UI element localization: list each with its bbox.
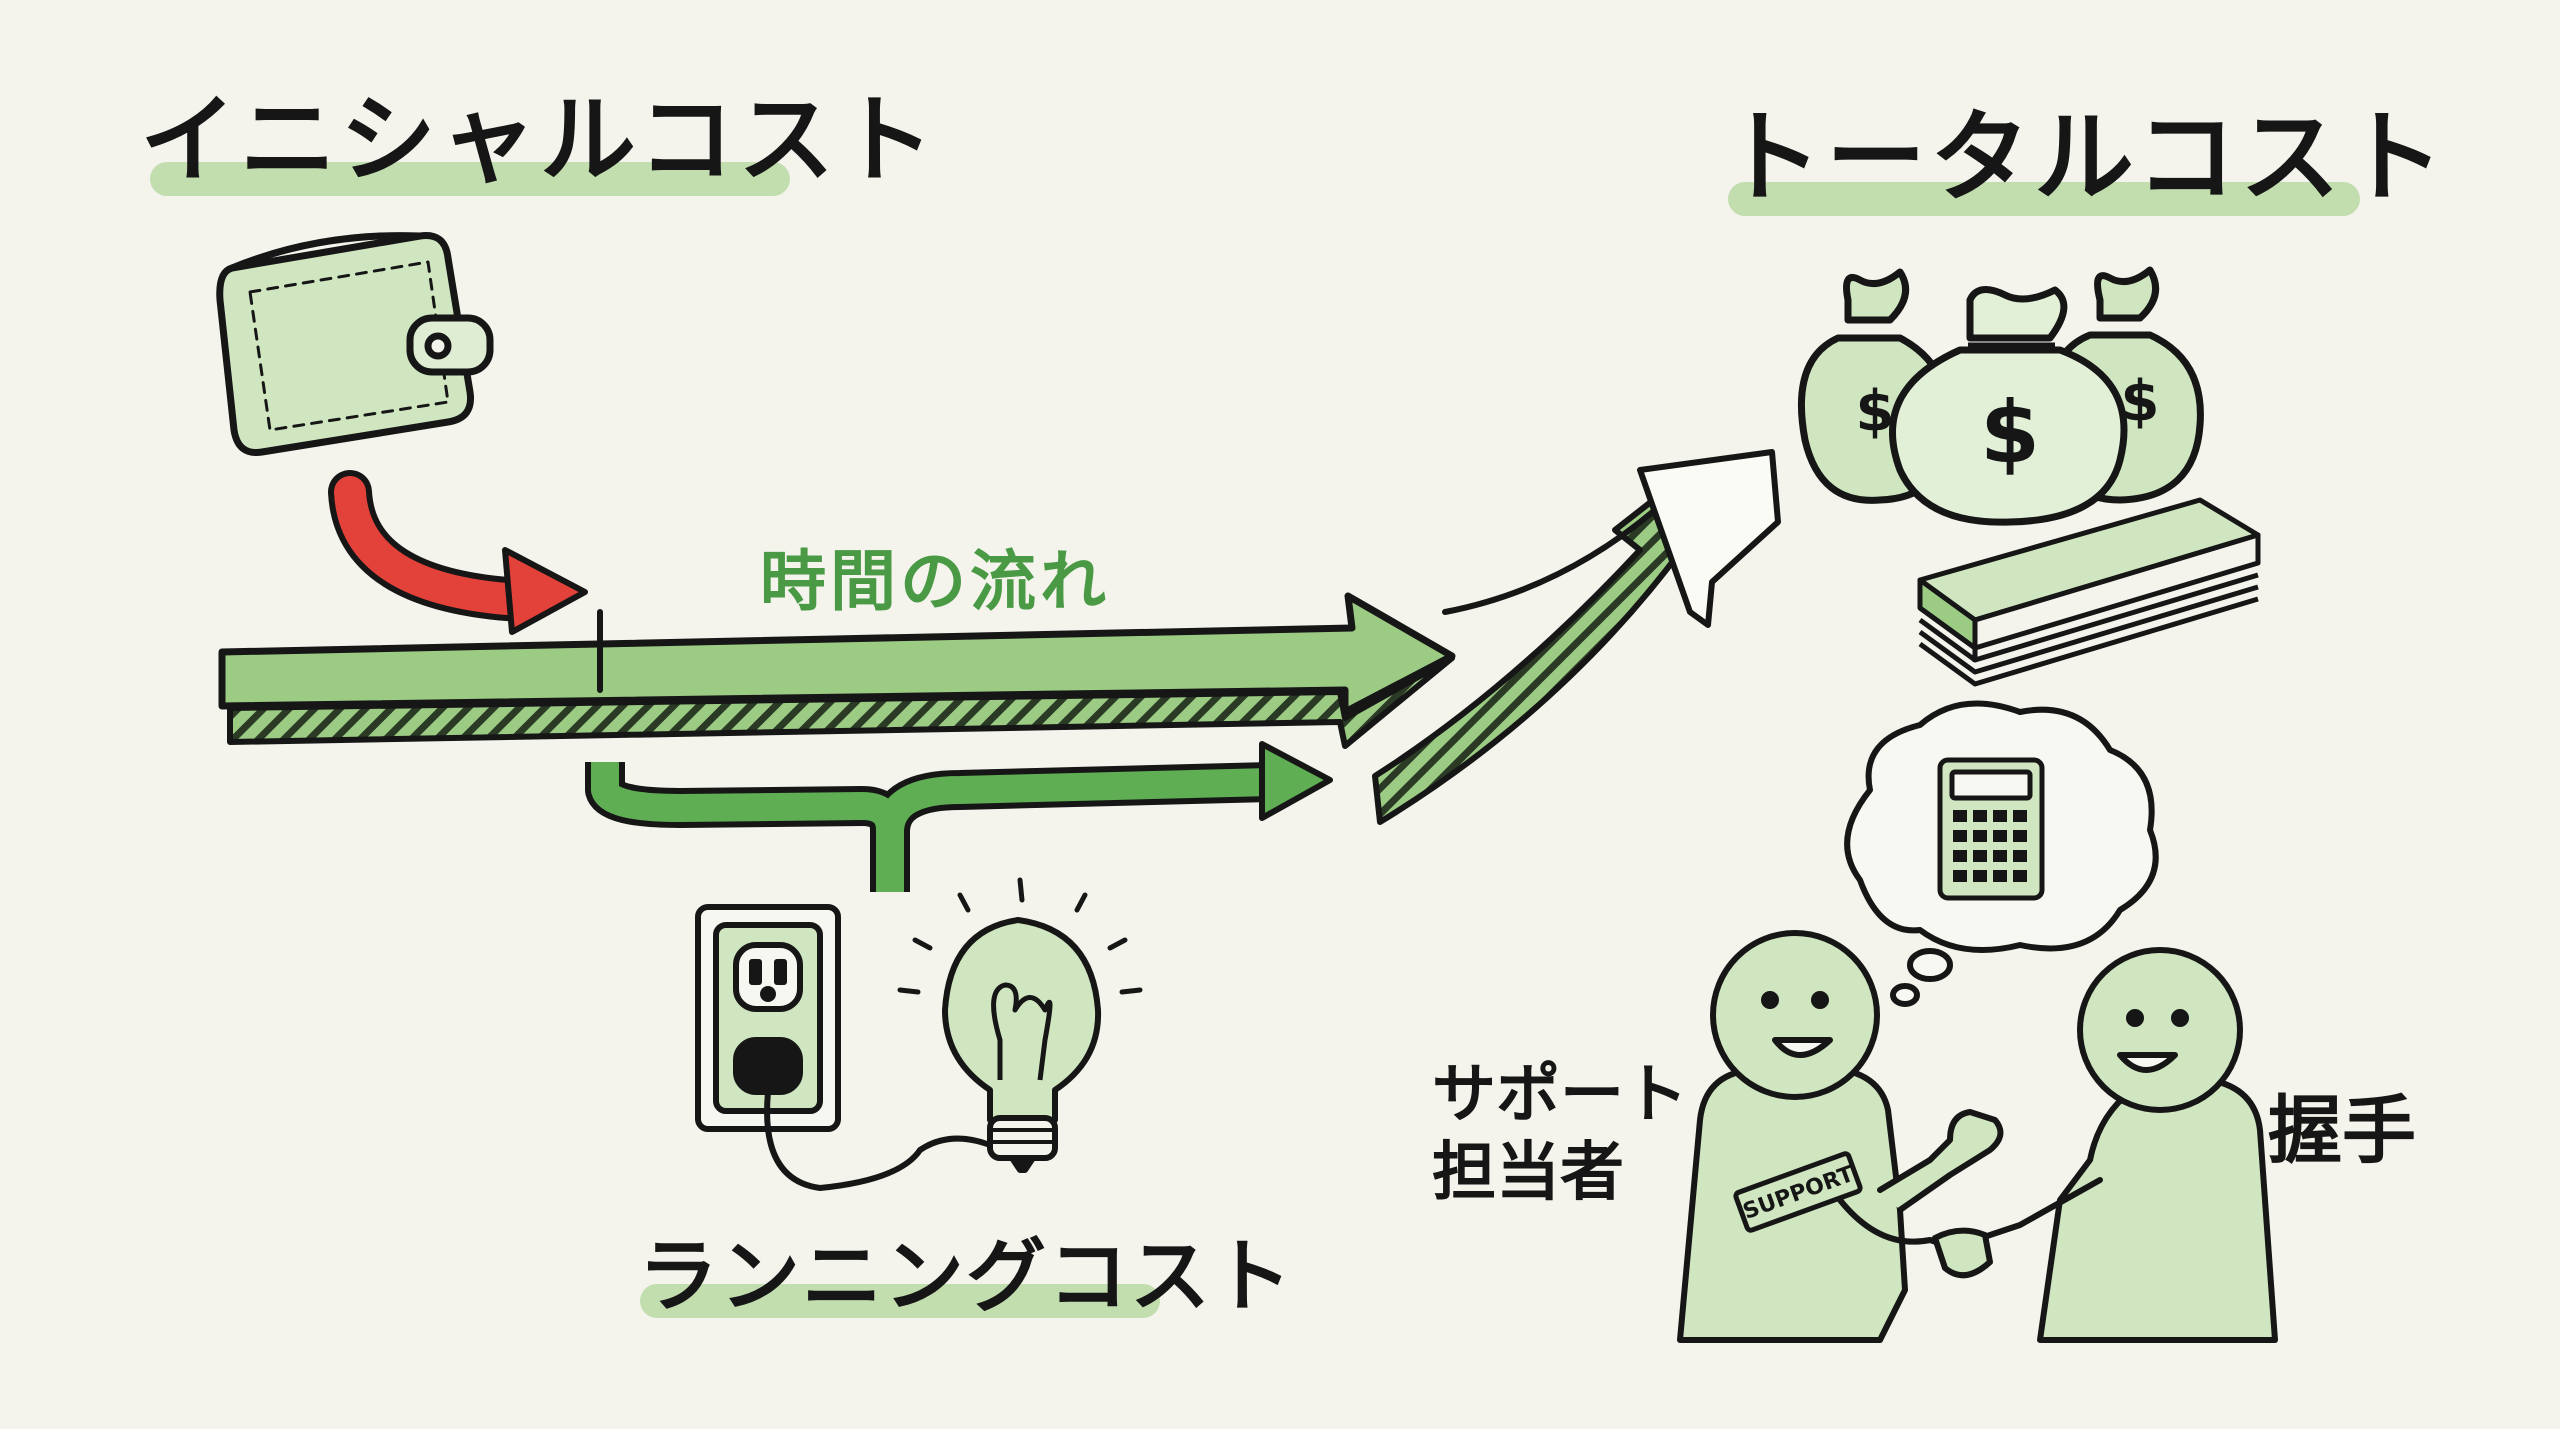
time-flow-label: 時間の流れ (760, 543, 1110, 620)
handshake-label: 握手 (2268, 1088, 2416, 1174)
person-icon-client (1932, 947, 2278, 1343)
red-arrow-icon (328, 470, 588, 635)
support-staff-line1: サポート (1432, 1058, 1688, 1132)
highlight-initial-cost (150, 162, 790, 196)
calculator-icon (1937, 757, 2045, 901)
power-outlet-icon (695, 904, 841, 1132)
cash-stack-icon (1917, 497, 2261, 687)
support-staff-line2: 担当者 (1432, 1135, 1624, 1210)
cable-icon (764, 1091, 1003, 1192)
dollar-right: $ (2121, 369, 2160, 434)
support-staff-label: サポート 担当者 (1432, 1058, 1688, 1210)
money-bags-icon (1797, 266, 2204, 526)
highlight-total-cost (1728, 182, 2360, 216)
dollar-left: $ (1856, 379, 1895, 444)
time-flow-arrow (218, 592, 1456, 749)
total-cost-title: トータルコスト (1722, 99, 2448, 216)
wallet-icon (216, 231, 494, 457)
dollar-center: $ (1980, 383, 2040, 483)
running-cost-title: ランニングコスト (638, 1230, 1294, 1323)
initial-cost-title: イニシャルコスト (140, 84, 939, 196)
support-badge: SUPPORT (1733, 1151, 1863, 1233)
light-bulb-icon (897, 877, 1143, 1173)
running-cost-branch-arrow (585, 741, 1333, 892)
highlight-running-cost (640, 1284, 1160, 1318)
person-icon-support (1677, 930, 2004, 1343)
trend-up-arrow (1372, 449, 1781, 825)
